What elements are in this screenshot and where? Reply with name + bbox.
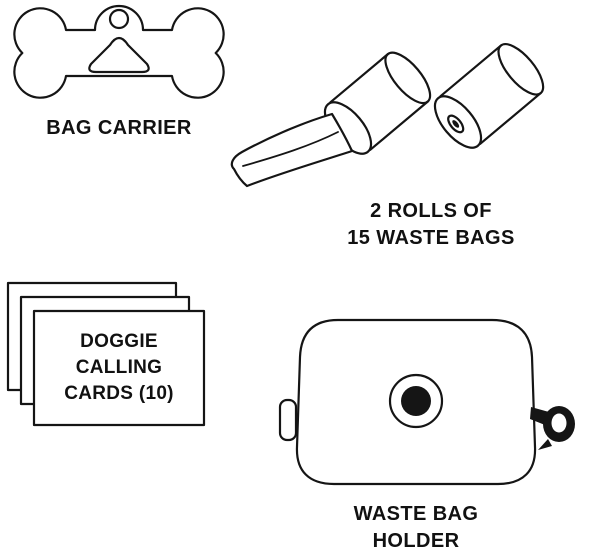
roll-left-side-bottom: [369, 100, 429, 151]
calling-cards-text: DOGGIE CALLING CARDS (10): [34, 311, 204, 425]
calling-cards-line3: CARDS (10): [64, 383, 174, 404]
carabiner-opening: [551, 413, 567, 433]
grommet-hole: [401, 386, 431, 416]
waste-bags-label: 2 ROLLS OF 15 WASTE BAGS: [320, 198, 542, 252]
bone-outline: [13, 4, 225, 99]
waste-bag-rolls-drawing: [230, 43, 545, 188]
bag-holder-label: WASTE BAG HOLDER: [315, 501, 517, 555]
waste-bags-label-line2: 15 WASTE BAGS: [347, 227, 515, 249]
roll-right: [433, 43, 545, 149]
roll-right-core-dot: [452, 120, 460, 128]
roll-left-side-top: [329, 53, 389, 104]
bag-holder-drawing: [278, 318, 575, 486]
carabiner-tail: [538, 439, 552, 450]
bag-carrier-label: BAG CARRIER: [46, 117, 192, 139]
roll-right-face: [433, 95, 483, 149]
calling-cards-line2: CALLING: [75, 357, 163, 378]
roll-right-core-hole: [447, 114, 465, 134]
waste-bags-label-line1: 2 ROLLS OF: [370, 200, 492, 222]
roll-right-side-bottom: [479, 91, 542, 145]
calling-cards-drawing: [6, 281, 206, 427]
bone-hang-hole: [108, 8, 130, 30]
card-front: [32, 309, 206, 427]
grommet-ring: [388, 373, 444, 429]
carabiner-clip: [530, 406, 575, 450]
bag-sheet-fold-line: [242, 131, 339, 167]
zipper-pull: [278, 398, 298, 442]
bone-carrier-drawing: [13, 4, 225, 99]
bag-holder-label-line2: HOLDER: [372, 530, 460, 552]
bone-triangle-cutout: [88, 36, 150, 74]
roll-right-side-top: [439, 44, 502, 98]
bag-holder-label-line1: WASTE BAG: [353, 503, 479, 525]
calling-cards-line1: DOGGIE: [80, 331, 158, 352]
